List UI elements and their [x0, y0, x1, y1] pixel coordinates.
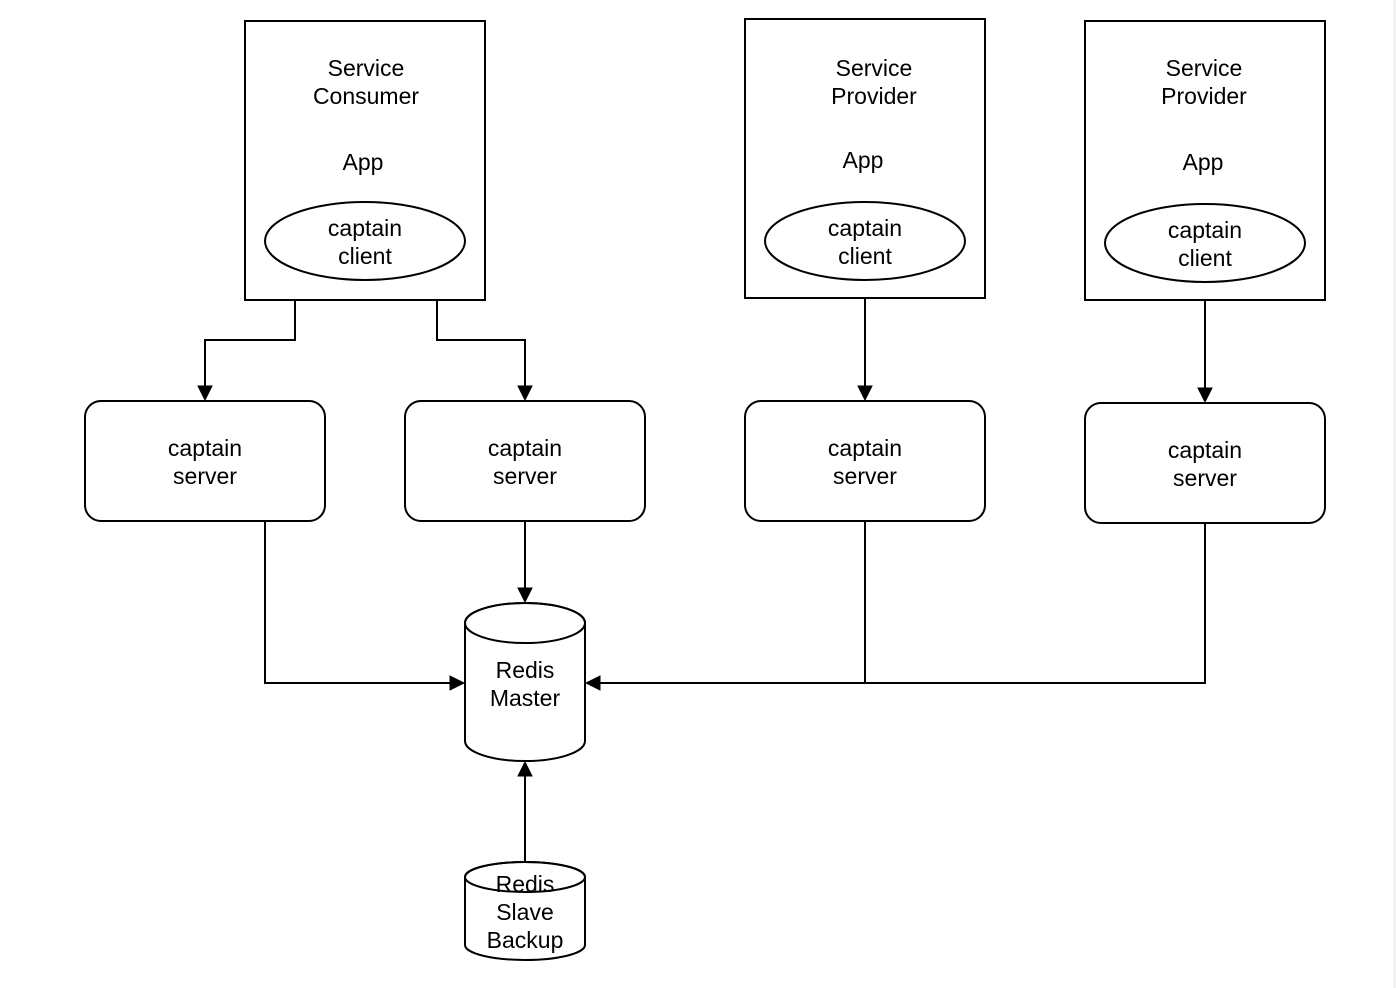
- redis-slave-cylinder-top: [463, 861, 587, 893]
- captain-server-2-line1: captain: [488, 435, 562, 461]
- captain-server-2-line2: server: [493, 463, 557, 489]
- redis-master-line2: Master: [490, 685, 561, 711]
- service-provider-app-1[interactable]: Service Provider App captain client: [744, 18, 986, 299]
- arrowhead-redis-master-top: [517, 587, 533, 604]
- redis-master-cylinder-top: [463, 602, 587, 644]
- provider-1-captain-client[interactable]: captain client: [764, 201, 966, 281]
- provider-1-captain-client-line2: client: [838, 243, 892, 269]
- consumer-captain-client[interactable]: captain client: [264, 201, 466, 281]
- redis-slave-line1: Redis: [496, 871, 555, 897]
- service-provider-1-title-line1: Service: [836, 55, 913, 81]
- arrowhead-server-4: [1197, 387, 1213, 404]
- captain-server-3-line2: server: [833, 463, 897, 489]
- redis-master-line1: Redis: [496, 657, 555, 683]
- connector-server-4-to-redis-master: [600, 523, 1206, 684]
- provider-2-captain-client[interactable]: captain client: [1104, 203, 1306, 283]
- arrowhead-server-3: [857, 385, 873, 402]
- service-provider-2-title-line1: Service: [1166, 55, 1243, 81]
- provider-2-captain-client-line2: client: [1178, 245, 1232, 271]
- service-consumer-app-label: App: [343, 149, 384, 175]
- service-consumer-title-line2: Consumer: [313, 83, 419, 109]
- redis-slave-backup[interactable]: Redis Slave Backup: [463, 861, 587, 961]
- arrowhead-server-2: [517, 385, 533, 402]
- connector-server-1-to-redis-master: [264, 521, 450, 684]
- canvas-right-edge: [1393, 0, 1396, 988]
- redis-slave-line3: Backup: [487, 927, 564, 953]
- provider-2-captain-client-ellipse: [1104, 203, 1306, 283]
- captain-server-2-box: [404, 400, 646, 522]
- captain-server-1-line2: server: [173, 463, 237, 489]
- captain-server-1-line1: captain: [168, 435, 242, 461]
- provider-2-captain-client-line1: captain: [1168, 217, 1242, 243]
- provider-1-captain-client-ellipse: [764, 201, 966, 281]
- service-provider-2-app-label: App: [1183, 149, 1224, 175]
- consumer-captain-client-ellipse: [264, 201, 466, 281]
- captain-server-3-box: [744, 400, 986, 522]
- arrowhead-redis-master-right: [584, 675, 601, 691]
- service-provider-1-app-label: App: [843, 147, 884, 173]
- consumer-captain-client-line1: captain: [328, 215, 402, 241]
- service-provider-2-title-line2: Provider: [1161, 83, 1247, 109]
- service-provider-1-title-line2: Provider: [831, 83, 917, 109]
- service-consumer-title-line1: Service: [328, 55, 405, 81]
- connector-consumer-to-server-2: [436, 268, 526, 386]
- captain-server-4-line1: captain: [1168, 437, 1242, 463]
- captain-server-3-line1: captain: [828, 435, 902, 461]
- captain-server-2[interactable]: captain server: [404, 400, 646, 522]
- captain-server-4-line2: server: [1173, 465, 1237, 491]
- captain-server-3[interactable]: captain server: [744, 400, 986, 522]
- arrowhead-server-1: [197, 385, 213, 402]
- consumer-captain-client-line2: client: [338, 243, 392, 269]
- captain-server-1-box: [84, 400, 326, 522]
- arrowhead-redis-master-left: [449, 675, 466, 691]
- connectors: [197, 268, 1213, 862]
- captain-server-4-box: [1084, 402, 1326, 524]
- redis-slave-line2: Slave: [496, 899, 554, 925]
- redis-master[interactable]: Redis Master: [463, 602, 587, 762]
- service-provider-app-2[interactable]: Service Provider App captain client: [1084, 20, 1326, 301]
- captain-server-1[interactable]: captain server: [84, 400, 326, 522]
- service-consumer-app[interactable]: Service Consumer App captain client: [244, 20, 486, 301]
- arrowhead-redis-master-bottom: [517, 760, 533, 777]
- connector-consumer-to-server-1: [204, 268, 296, 386]
- provider-1-captain-client-line1: captain: [828, 215, 902, 241]
- captain-server-4[interactable]: captain server: [1084, 402, 1326, 524]
